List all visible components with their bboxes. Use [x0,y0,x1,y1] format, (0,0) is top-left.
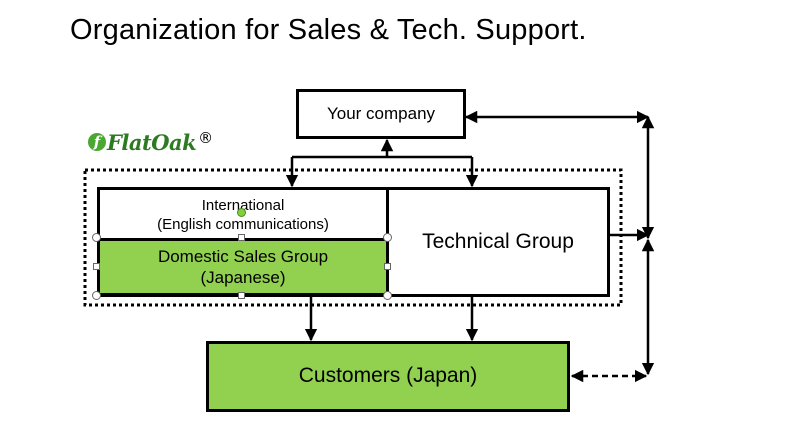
resize-handle-ml[interactable] [93,263,100,270]
domestic-sales-sublabel: (Japanese) [200,268,286,287]
technical-group-box[interactable]: Technical Group [386,187,610,297]
flatoak-logo: f FlatOak ® [88,127,213,157]
resize-handle-bl[interactable] [92,291,101,300]
your-company-box[interactable]: Your company [296,89,466,139]
technical-group-label: Technical Group [422,229,574,253]
customers-label: Customers (Japan) [298,364,478,388]
flatoak-leaf-icon: f [88,133,106,151]
resize-handle-br[interactable] [383,291,392,300]
rotate-handle[interactable] [237,208,246,217]
international-sublabel: (English communications) [157,215,329,233]
logo-brand-text: FlatOak [107,129,197,155]
domestic-sales-box[interactable]: Domestic Sales Group (Japanese) [97,238,389,296]
your-company-label: Your company [326,104,436,124]
resize-handle-tr[interactable] [383,233,392,242]
registered-mark: ® [198,129,214,147]
resize-handle-tl[interactable] [92,233,101,242]
resize-handle-mr[interactable] [384,263,391,270]
flatoak-boundary [83,168,623,307]
international-label: International [201,197,285,214]
resize-handle-tm[interactable] [238,234,245,241]
customers-box[interactable]: Customers (Japan) [206,341,570,412]
domestic-sales-label: Domestic Sales Group [157,246,329,266]
page-title: Organization for Sales & Tech. Support. [70,14,587,46]
resize-handle-bm[interactable] [238,292,245,299]
